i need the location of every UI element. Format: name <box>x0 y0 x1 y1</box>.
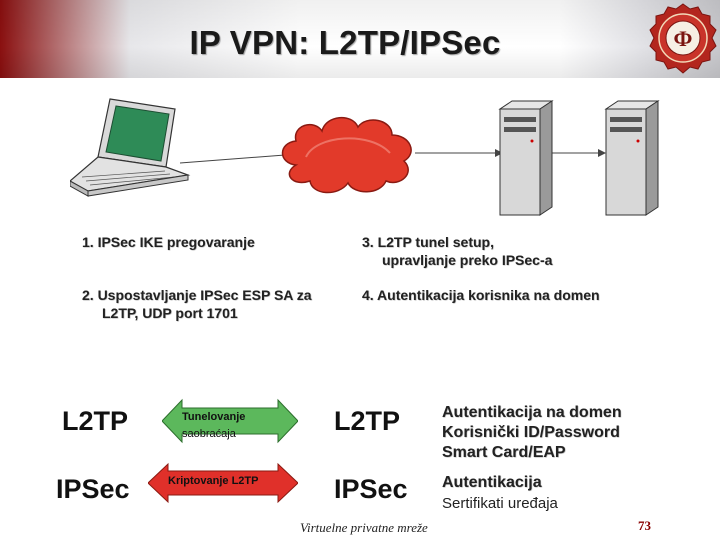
university-seal-logo: Ф <box>649 3 717 74</box>
tunnel-arrow-label-2: saobraćaja <box>182 428 236 440</box>
internet-cloud-icon <box>281 117 412 194</box>
right-protocol-ipsec: IPSec <box>334 474 408 504</box>
row1-desc-line1: Autentikacija na domen <box>442 404 622 421</box>
server-icon <box>498 100 554 216</box>
step-4: 4. Autentikacija korisnika na domen <box>362 287 600 303</box>
slide-title: IP VPN: L2TP/IPSec <box>189 24 501 61</box>
row2-desc-line1: Autentikacija <box>442 474 542 491</box>
page-number: 73 <box>638 518 651 533</box>
network-diagram <box>70 98 660 216</box>
row1-desc-line3: Smart Card/EAP <box>442 444 566 461</box>
step-3-line1: 3. L2TP tunel setup, <box>362 234 494 250</box>
header-shade <box>0 0 720 78</box>
server-icon <box>604 100 660 216</box>
footer-text: Virtuelne privatne mreže <box>300 520 428 535</box>
step-1: 1. IPSec IKE pregovaranje <box>82 234 255 250</box>
tunnel-arrow-label-1: Tunelovanje <box>182 411 246 423</box>
crypto-arrow-label: Kriptovanje L2TP <box>168 475 259 487</box>
step-3-line2: upravljanje preko IPSec-a <box>382 252 553 268</box>
svg-text:Ф: Ф <box>674 26 693 51</box>
connection-lines <box>179 149 606 164</box>
left-protocol-l2tp: L2TP <box>62 406 129 436</box>
tunnel-arrow <box>162 398 298 444</box>
step-2-line2: L2TP, UDP port 1701 <box>102 305 238 321</box>
step-2-line1: 2. Uspostavljanje IPSec ESP SA za <box>82 287 312 303</box>
row2-desc-line2: Sertifikati uređaja <box>442 495 558 512</box>
crypto-arrow <box>148 462 298 504</box>
right-protocol-l2tp: L2TP <box>334 406 401 436</box>
laptop-icon <box>70 98 191 197</box>
left-protocol-ipsec: IPSec <box>56 474 130 504</box>
row1-desc-line2: Korisnički ID/Password <box>442 424 620 441</box>
header-band <box>0 0 720 78</box>
